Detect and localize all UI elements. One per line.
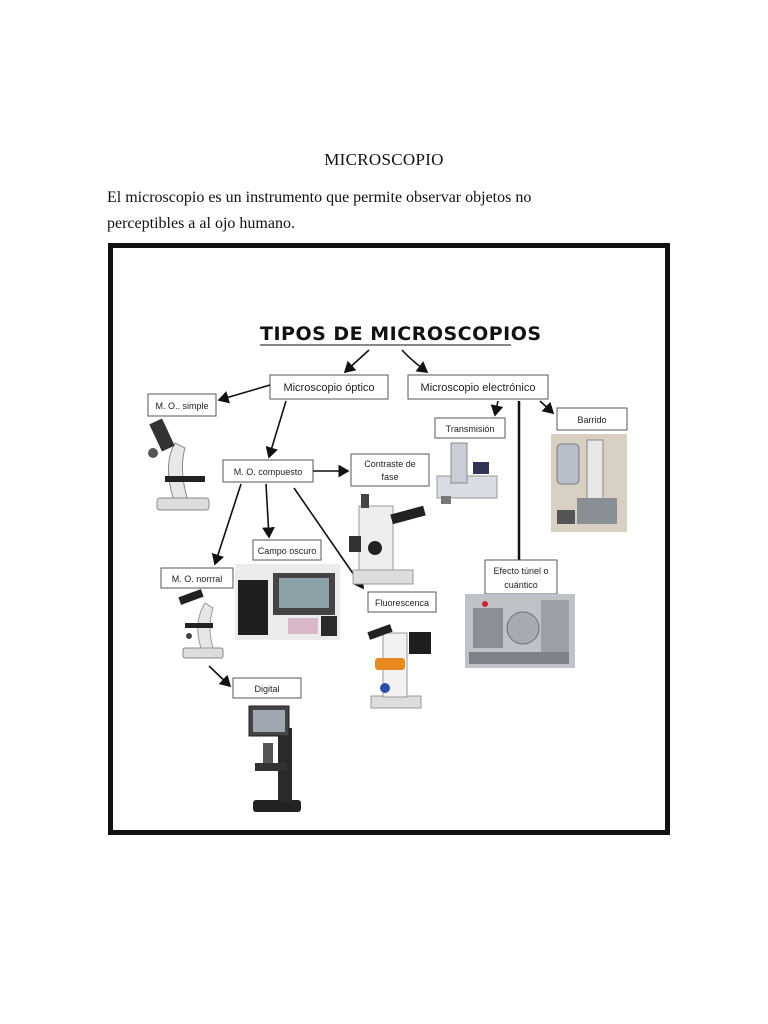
node-digital-label: Digital [254,684,279,694]
simple-microscope-image [148,418,210,511]
body-line-1: El microscopio es un instrumento que per… [107,189,532,206]
normal-microscope-image [178,589,224,659]
node-normal-label: M. O. norrral [172,574,223,584]
node-optico-label: Microscopio óptico [283,382,374,394]
digital-microscope-image [248,705,301,812]
node-contraste-label-2: fase [381,472,398,482]
body-line-2: perceptibles a al ojo humano. [107,215,295,232]
arrow-title-optico [343,349,370,374]
node-efecto-label-1: Efecto túnel o [493,566,548,576]
map-title: TIPOS DE MICROSCOPIOS [260,323,542,345]
arrow-compuesto-normal [211,483,242,566]
node-contraste [350,453,430,487]
campo-oscuro-image [235,564,340,640]
transmision-image [436,442,498,504]
arrow-optico-compuesto [265,400,287,459]
fluorescencia-image [367,624,431,709]
node-efecto-label-2: cuántico [504,580,538,590]
efecto-tunel-image [465,594,575,668]
node-barrido [556,407,628,431]
node-contraste-label-1: Contraste de [364,459,416,469]
node-optico [269,374,389,400]
arrow-electronico-barrido [539,400,555,415]
document-title: MICROSCOPIO [324,150,444,169]
node-campo-oscuro-label: Campo oscuro [258,546,317,556]
contraste-fase-image [349,494,426,585]
concept-map-svg: TIPOS DE MICROSCOPIOS Microscopio óptico… [147,323,628,812]
node-electronico-label: Microscopio electrónico [421,382,536,394]
node-campo-oscuro [252,539,322,561]
node-simple [147,393,217,417]
node-digital [232,677,302,699]
arrow-compuesto-campo [262,483,275,539]
barrido-image [551,434,627,532]
arrow-normal-digital [208,665,232,688]
arrow-title-electronico [401,349,429,373]
node-fluorescencia [367,591,437,613]
node-compuesto-label: M. O. compuesto [234,467,303,477]
node-simple-label: M. O.. simple [155,401,208,411]
node-fluorescencia-label: Fluorescenca [375,598,429,608]
node-electronico [407,374,549,400]
node-barrido-label: Barrido [577,415,606,425]
node-normal [160,567,234,589]
arrow-optico-simple [217,384,271,404]
node-transmision-label: Transmisión [446,424,495,434]
document-body: El microscopio es un instrumento que per… [107,185,627,237]
arrow-compuesto-fluorescencia [293,487,364,590]
arrow-electronico-transmision [490,400,504,417]
node-transmision [434,417,506,439]
concept-map-figure: TIPOS DE MICROSCOPIOS Microscopio óptico… [108,243,670,835]
